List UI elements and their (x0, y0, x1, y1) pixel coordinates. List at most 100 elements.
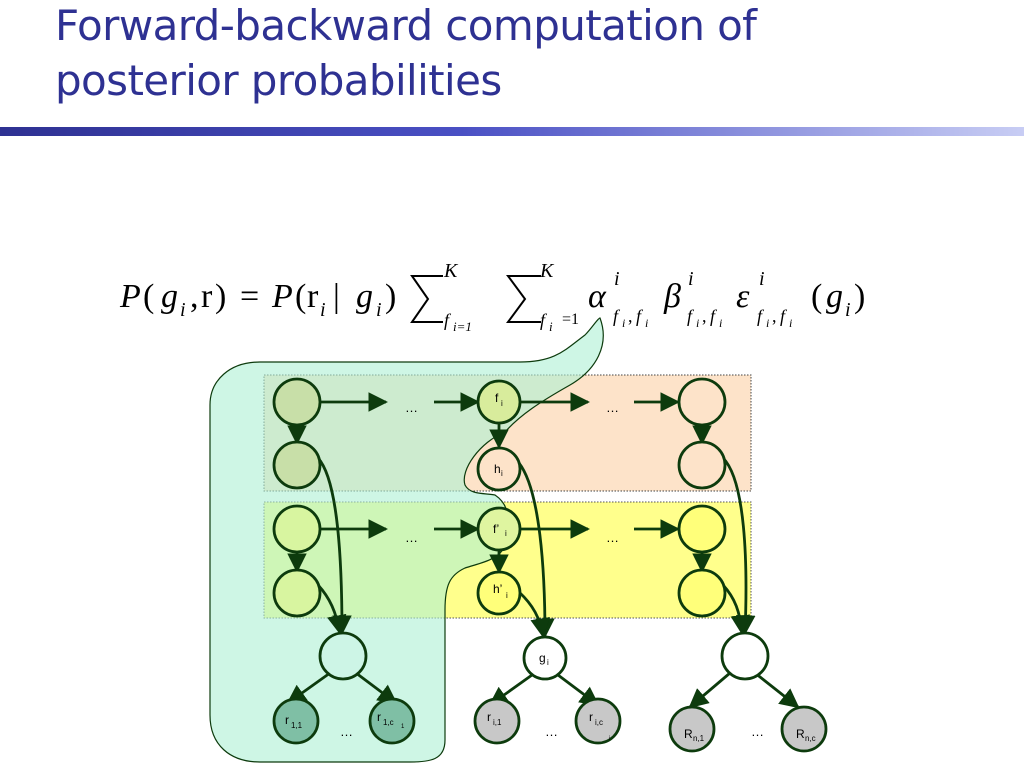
node-labels: f i h i f’ i h’ i g i r 1,1 r 1,c 1 r i,… (285, 391, 816, 743)
node-ric (574, 697, 622, 745)
label-hpi-sub: i (506, 591, 508, 600)
label-r1c: r (377, 710, 381, 724)
formula-g2: g (356, 278, 373, 315)
ellipsis-r-1: … (340, 724, 353, 739)
sum2-lower-eq: =1 (562, 311, 579, 328)
sum-symbol-1 (410, 275, 443, 323)
formula-epsilon: ε (736, 278, 750, 315)
formula-g1: g (161, 278, 178, 315)
label-fpi-sub: i (505, 529, 507, 538)
formula-P1: P (119, 278, 141, 315)
ellipsis-r1-a: … (405, 400, 418, 415)
formula-g3-sub: i (845, 299, 851, 321)
label-fpi: f’ (493, 522, 499, 536)
formula-g1-sub: i (180, 299, 186, 321)
node-g-n (720, 631, 770, 681)
label-hpi: h’ (493, 582, 502, 596)
node-r11 (272, 697, 320, 745)
ellipsis-r-n: … (751, 724, 764, 739)
arrow-gn-rn1 (688, 671, 731, 709)
node-r1c (368, 697, 416, 745)
arrow-gn-rnc (754, 671, 800, 709)
label-r11: r (285, 713, 289, 727)
label-r1c-sub2: 1 (401, 724, 405, 730)
label-gi: g (539, 651, 546, 665)
formula-r-i-sub: i (320, 299, 326, 321)
nodes (272, 377, 828, 753)
label-ric-sub: i,c (595, 718, 603, 727)
formula-r-i: r (307, 278, 319, 315)
formula-close3: ) (854, 278, 865, 315)
label-rnc-sub: n,c (805, 734, 816, 743)
ellipses: … … … … … … … (340, 400, 764, 739)
label-ric: r (589, 710, 593, 724)
formula-close2: ) (385, 278, 396, 315)
sum-symbol-2 (506, 275, 541, 323)
beta-sub-f1: f (687, 306, 695, 326)
sum1-lower-f: f (444, 310, 452, 330)
label-ri1-sub: i,1 (493, 718, 502, 727)
alpha-sup: i (614, 268, 620, 290)
label-fi: f (495, 391, 499, 405)
epsilon-sub-f2: f (780, 306, 788, 326)
sum2-lower-i: i (549, 319, 553, 334)
epsilon-sup: i (759, 268, 765, 290)
label-r11-sub: 1,1 (291, 721, 303, 730)
formula-g3: g (826, 278, 843, 315)
node-fp-n (677, 504, 727, 554)
formula-open2: ( (295, 278, 306, 315)
node-h-1 (272, 440, 322, 490)
node-fp-1 (272, 504, 322, 554)
beta-sub-f2: f (710, 306, 718, 326)
label-fi-sub: i (501, 399, 503, 408)
arrow-curve-m1 (517, 462, 555, 638)
sum2-upper: K (539, 260, 555, 282)
node-hi (476, 446, 522, 492)
alpha-sub-comma: , (628, 306, 633, 326)
node-fi (476, 379, 522, 425)
node-rn1 (668, 705, 716, 753)
node-rnc (780, 705, 828, 753)
ellipsis-r3-a: … (405, 530, 418, 545)
node-f-n (677, 377, 727, 427)
alpha-sub-i2: i (645, 316, 648, 330)
title-line-1: Forward-backward computation of (55, 1, 757, 50)
label-hi-sub: i (501, 469, 503, 478)
formula-P2: P (271, 278, 293, 315)
sum1-lower-i: i=1 (453, 319, 472, 334)
arrow-curve-l1 (316, 457, 352, 635)
label-rn1: R (684, 727, 693, 741)
node-hp-n (677, 568, 727, 618)
label-r1c-sub: 1,c (383, 718, 394, 727)
formula-open3: ( (811, 278, 822, 315)
formula-open1: ( (143, 278, 154, 315)
sum2-lower-f: f (540, 310, 548, 330)
node-ri1 (473, 697, 521, 745)
alpha-sub-i1: i (622, 316, 625, 330)
arrow-curve-r1 (721, 457, 756, 635)
slide-title: Forward-backward computation of posterio… (55, 0, 995, 108)
posterior-formula: P ( g i , r ) = P ( r i | g i ) K f i=1 … (119, 260, 865, 334)
ellipsis-r1-b: … (606, 400, 619, 415)
node-fpi (476, 506, 522, 552)
beta-sub-i1: i (696, 316, 699, 330)
formula-close1: ) (215, 278, 226, 315)
epsilon-sub-i2: i (789, 316, 792, 330)
ellipsis-r3-b: … (606, 530, 619, 545)
ellipsis-r-i: … (545, 724, 558, 739)
beta-sub-i2: i (719, 316, 722, 330)
arrow-curve-m2 (518, 590, 550, 638)
epsilon-sub-f1: f (757, 306, 765, 326)
node-hp-1 (272, 568, 322, 618)
teal-region (209, 317, 604, 763)
formula-r: r (201, 278, 213, 315)
epsilon-sub-i1: i (766, 316, 769, 330)
title-line-2: posterior probabilities (55, 56, 502, 105)
label-rnc: R (796, 727, 805, 741)
title-underline (0, 127, 1024, 136)
label-ri1: r (487, 710, 491, 724)
node-hpi (476, 570, 522, 616)
arrows (286, 392, 800, 709)
node-gi (522, 635, 568, 681)
